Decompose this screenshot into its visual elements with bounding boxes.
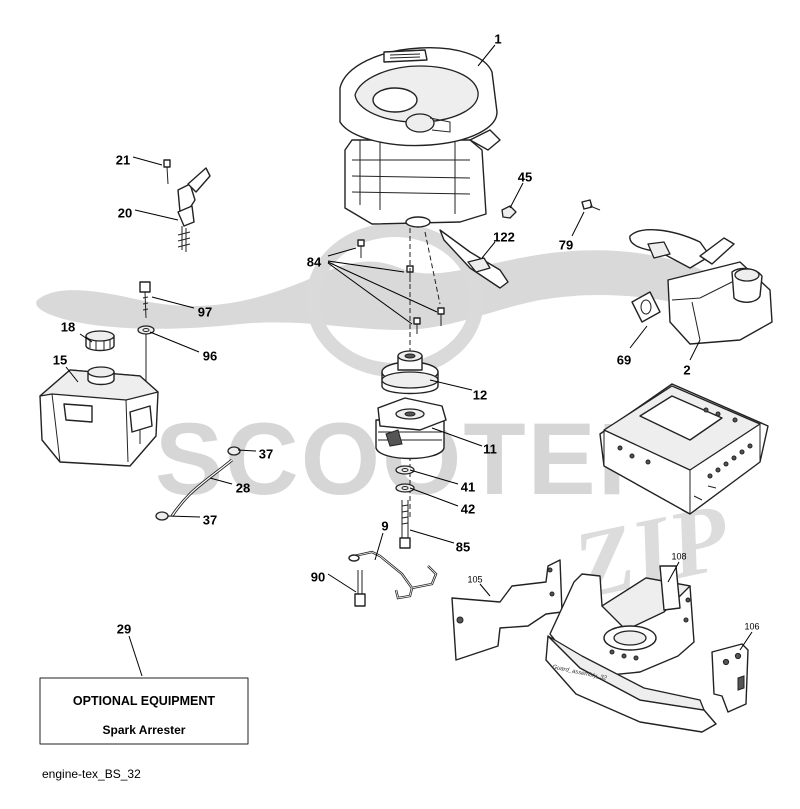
- throttle-bracket: [177, 167, 211, 252]
- watermark-swoosh: [36, 250, 747, 330]
- leader-line-29: [128, 635, 143, 677]
- leader-line-84-3: [327, 261, 438, 313]
- callout-105: 105: [467, 574, 482, 584]
- leader-line-21: [132, 156, 163, 166]
- callout-20: 20: [118, 205, 132, 220]
- leader-line-108: [667, 561, 680, 583]
- callout-37a: 37: [259, 446, 273, 461]
- drawing-code: engine-tex_BS_32: [42, 767, 141, 781]
- leader-line-37a: [237, 449, 257, 452]
- leader-line-97: [151, 296, 195, 309]
- optional-equipment-subtitle: Spark Arrester: [103, 723, 186, 737]
- small-callout-group: 108 105 106: [467, 551, 760, 651]
- callout-28: 28: [236, 480, 250, 495]
- callout-69: 69: [617, 352, 631, 367]
- leader-line-15: [65, 366, 79, 383]
- leader-line-42: [409, 487, 459, 507]
- heat-shield: [439, 229, 509, 289]
- bracket-106: [711, 643, 749, 713]
- leader-line-2: [689, 339, 701, 361]
- engine-bolts: [357, 239, 445, 334]
- bolt-90: [354, 570, 366, 607]
- hose-clamp-bottom: [155, 511, 169, 521]
- engine-mount-plate: [599, 383, 769, 515]
- leader-line-122: [481, 241, 496, 259]
- engine-guard-108: Guard_assembly_32: [545, 565, 717, 733]
- leader-line-96: [149, 331, 200, 353]
- bolt-79: [581, 199, 601, 211]
- hose-clamp-top: [227, 446, 241, 456]
- watermark: SCOOTER ZIP: [36, 223, 747, 619]
- leader-line-84-2: [327, 262, 413, 325]
- callout-85: 85: [456, 539, 470, 554]
- fuel-cap: [85, 330, 115, 352]
- washer-42: [395, 483, 415, 493]
- leader-line-84-1: [327, 260, 405, 273]
- optional-equipment-box: OPTIONAL EQUIPMENT Spark Arrester: [39, 677, 249, 745]
- callout-90: 90: [311, 569, 325, 584]
- muffler: [629, 229, 773, 345]
- callout-1: 1: [494, 31, 501, 46]
- optional-equipment-title: OPTIONAL EQUIPMENT: [73, 694, 216, 708]
- callout-79: 79: [559, 237, 573, 252]
- callout-9: 9: [381, 518, 388, 533]
- exhaust-gasket: [631, 291, 661, 323]
- leader-line-69: [629, 325, 648, 349]
- pulley-bolt: [399, 500, 411, 549]
- leader-line-41: [409, 469, 459, 485]
- callout-21: 21: [116, 152, 130, 167]
- washer-41: [395, 465, 415, 475]
- leader-line-90: [327, 573, 357, 593]
- callout-12: 12: [473, 387, 487, 402]
- leader-line-20: [134, 209, 179, 221]
- callout-108: 108: [671, 551, 686, 561]
- leader-line-45: [509, 182, 524, 209]
- callout-45: 45: [518, 169, 532, 184]
- callout-84: 84: [307, 254, 322, 269]
- engine: [339, 47, 501, 228]
- screw-21: [163, 159, 171, 185]
- callout-18: 18: [61, 319, 75, 334]
- pto-clutch: [375, 397, 447, 460]
- engine-pulley: [381, 350, 439, 395]
- brace-rod: [348, 550, 438, 600]
- callout-41: 41: [461, 479, 475, 494]
- callout-2: 2: [683, 362, 690, 377]
- callout-11: 11: [483, 441, 497, 456]
- callout-15: 15: [53, 352, 67, 367]
- fuel-tank: [39, 366, 159, 467]
- callout-42: 42: [461, 501, 475, 516]
- leader-line-18: [79, 333, 93, 343]
- leader-line-105: [479, 583, 491, 597]
- leader-line-11: [431, 427, 483, 447]
- nut-45: [501, 205, 517, 219]
- callout-37b: 37: [203, 512, 217, 527]
- callout-97: 97: [198, 304, 212, 319]
- callout-122: 122: [493, 229, 515, 244]
- leader-line-9: [374, 532, 384, 561]
- leader-line-84: [327, 247, 357, 257]
- leader-line-37b: [167, 515, 201, 518]
- leader-line-12: [429, 379, 473, 391]
- leader-line-106: [739, 631, 753, 651]
- leader-line-79: [571, 211, 585, 237]
- callout-29: 29: [117, 621, 131, 636]
- fuel-line: [170, 458, 233, 517]
- callout-106: 106: [744, 621, 759, 631]
- leader-line-85: [409, 529, 455, 544]
- leader-line-1: [477, 44, 496, 67]
- leader-line-28: [209, 477, 233, 485]
- callout-96: 96: [203, 348, 217, 363]
- screw-97: [139, 281, 151, 319]
